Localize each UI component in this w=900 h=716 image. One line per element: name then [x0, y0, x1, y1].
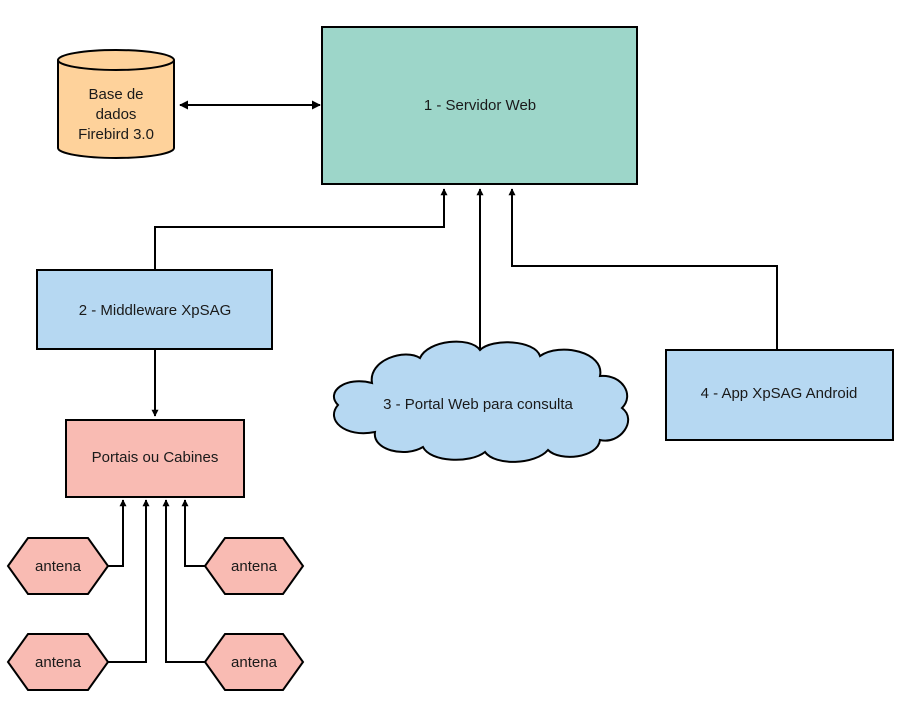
portal-label: 3 - Portal Web para consulta — [383, 396, 573, 413]
web-server-node: 1 - Servidor Web — [321, 26, 638, 185]
middleware-node: 2 - Middleware XpSAG — [36, 269, 273, 350]
edge-antenna4-gates — [162, 499, 205, 663]
antenna-node-4: antena — [203, 633, 305, 691]
edge-app-webserver — [508, 188, 778, 350]
edge-antenna3-gates — [108, 499, 150, 663]
database-label-line3: Firebird 3.0 — [78, 126, 154, 143]
gates-label: Portais ou Cabines — [92, 449, 219, 466]
antenna-node-3: antena — [6, 633, 110, 691]
antenna-node-2: antena — [203, 537, 305, 595]
antenna-label: antena — [35, 654, 82, 671]
antenna-icon — [6, 633, 110, 691]
android-app-node: 4 - App XpSAG Android — [665, 349, 894, 441]
web-server-label: 1 - Servidor Web — [424, 97, 536, 114]
gates-node: Portais ou Cabines — [65, 419, 245, 498]
antenna-node-1: antena — [6, 537, 110, 595]
edges — [108, 100, 778, 663]
android-app-label: 4 - App XpSAG Android — [701, 385, 858, 402]
antenna-icon — [203, 633, 305, 691]
antenna-label: antena — [231, 558, 278, 575]
antenna-label: antena — [35, 558, 82, 575]
edge-middleware-webserver — [154, 188, 448, 270]
database-label-line1: Base de — [88, 86, 143, 103]
portal-node: 3 - Portal Web para consulta — [332, 340, 629, 463]
edge-antenna1-gates — [108, 499, 127, 567]
database-icon — [57, 49, 175, 159]
edge-antenna2-gates — [181, 499, 205, 567]
database-label-line2: dados — [96, 106, 137, 123]
antenna-label: antena — [231, 654, 278, 671]
database-node: Base de dados Firebird 3.0 — [57, 49, 175, 159]
middleware-label: 2 - Middleware XpSAG — [79, 302, 232, 319]
antenna-icon — [6, 537, 110, 595]
cloud-icon — [332, 340, 629, 463]
antenna-icon — [203, 537, 305, 595]
